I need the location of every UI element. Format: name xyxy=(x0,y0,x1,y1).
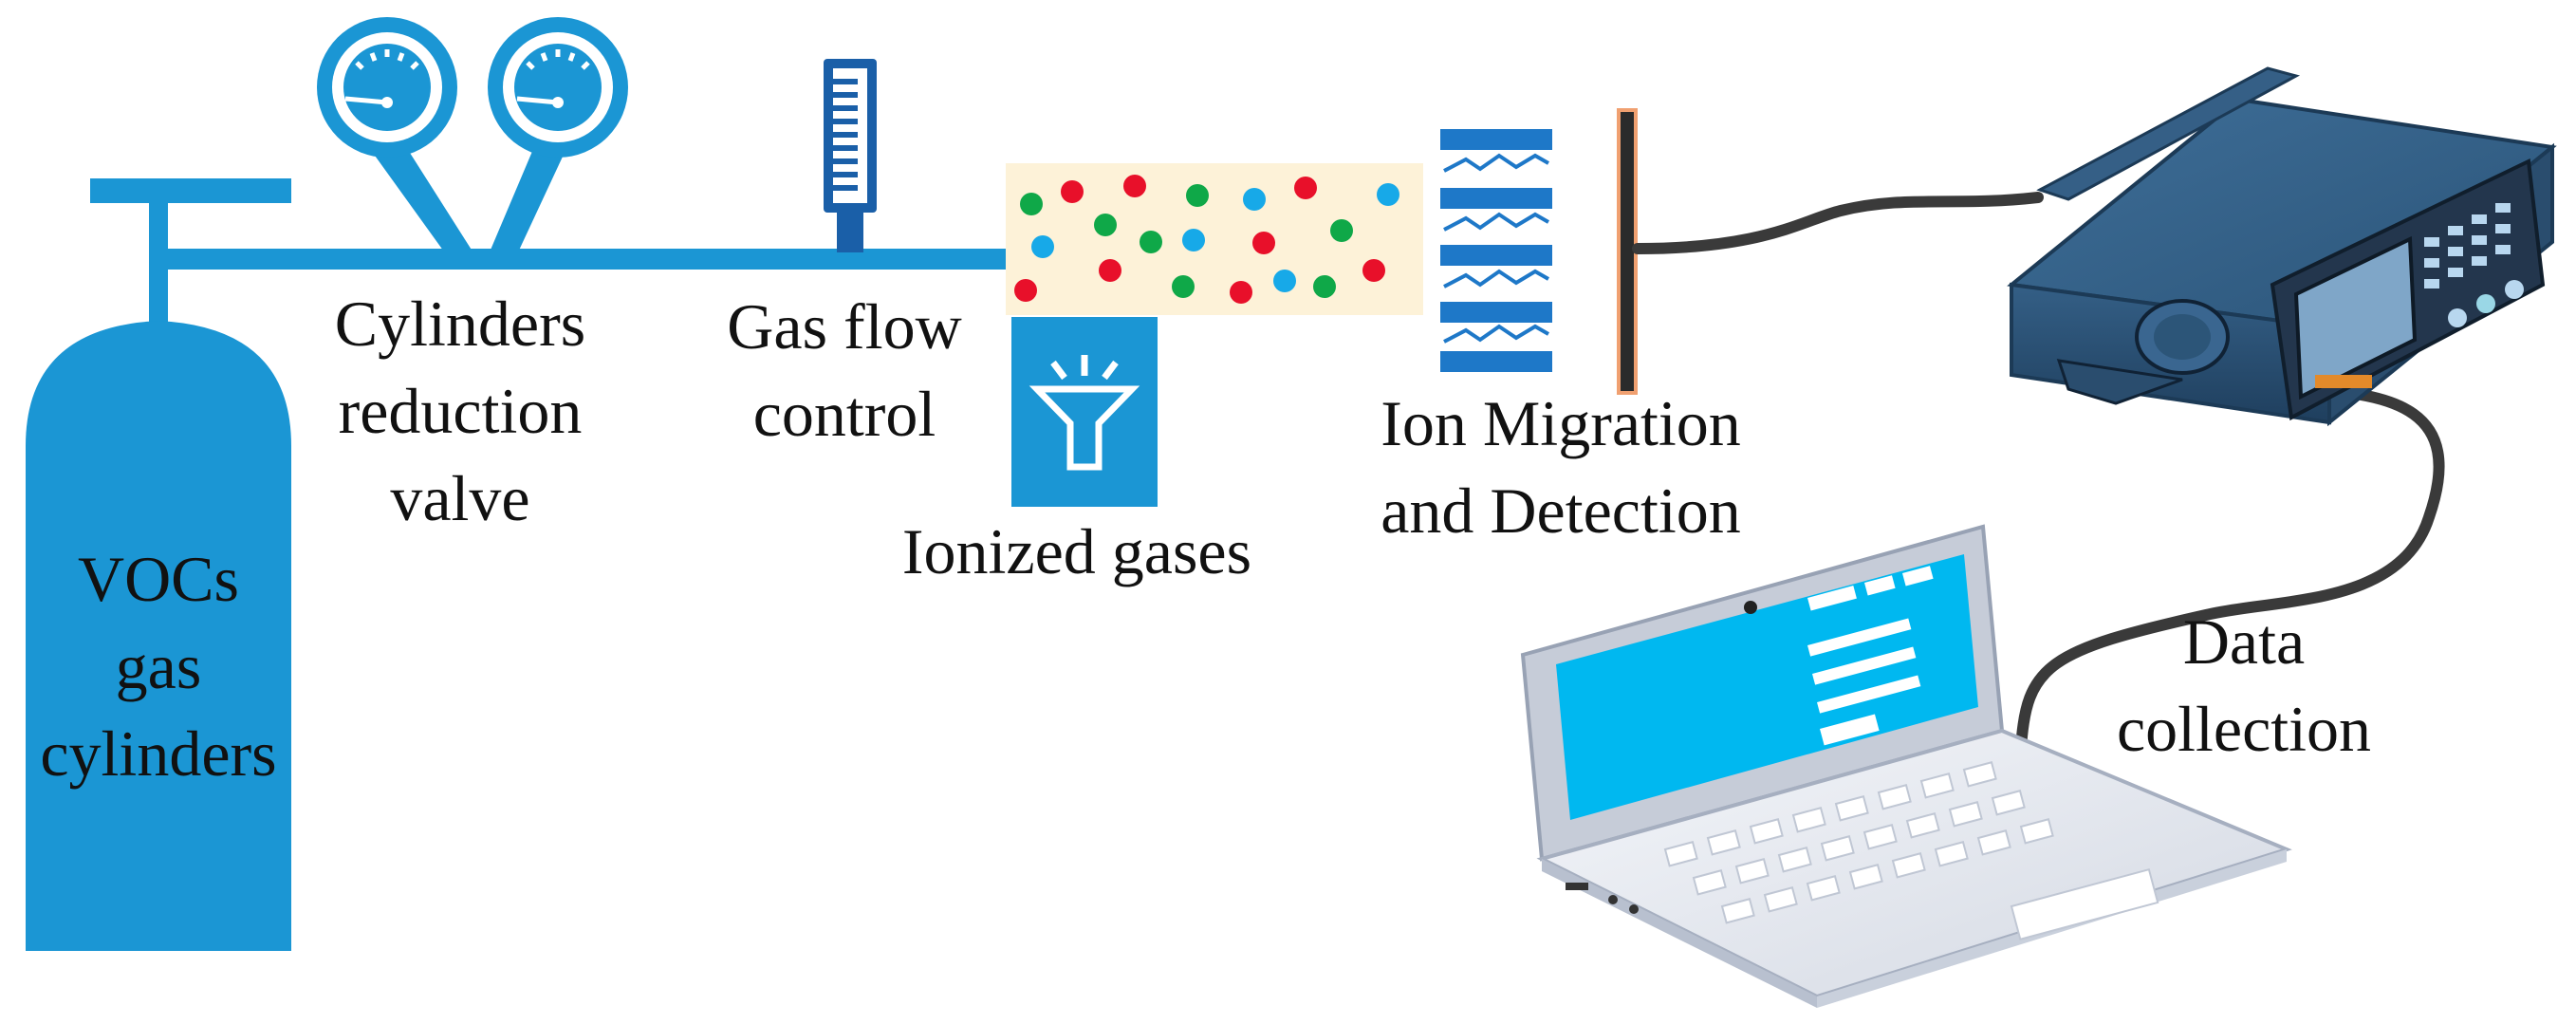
gas-pipe xyxy=(152,249,1006,270)
label-reduction-valve: Cylinders reduction valve xyxy=(334,288,586,534)
ion-drift-plate-icon xyxy=(1440,129,1552,372)
flowmeter-icon xyxy=(824,59,877,252)
pressure-gauge-icon xyxy=(488,17,628,254)
pressure-gauge-icon xyxy=(317,17,474,254)
cable-device-to-laptop xyxy=(2015,383,2445,755)
label-gas-flow-control: Gas flow control xyxy=(727,290,962,450)
laptop-icon xyxy=(1520,524,2292,1008)
ionizer-lamp-icon xyxy=(1011,317,1158,507)
label-vocs-gas-cylinders: VOCs gas cylinders xyxy=(40,543,277,790)
label-ionized-gases: Ionized gases xyxy=(901,515,1252,587)
cable-detector-to-device xyxy=(1632,192,2044,254)
label-ion-migration: Ion Migration and Detection xyxy=(1381,387,1741,547)
spectrometer-device-icon xyxy=(2007,66,2557,427)
gas-particles xyxy=(1014,175,1399,304)
ionization-chamber xyxy=(1006,163,1423,315)
label-data-collection: Data collection xyxy=(2116,605,2372,765)
